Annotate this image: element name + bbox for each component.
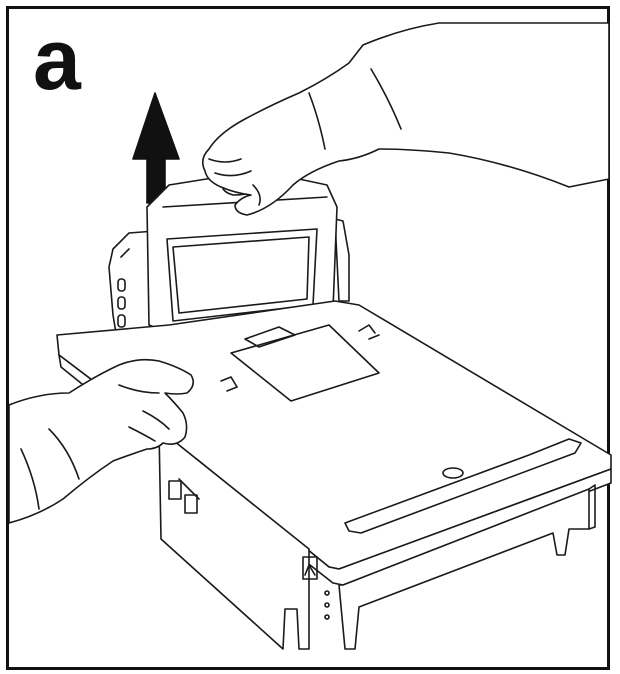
lifted-platter <box>146 172 338 330</box>
scanner-tower <box>108 218 350 340</box>
step-label: a <box>33 12 81 108</box>
scan-window <box>220 324 380 402</box>
upper-arm-hand <box>201 22 610 216</box>
lower-arm-hand <box>9 358 195 524</box>
scanner-scale-illustration <box>9 22 612 650</box>
platter-handle <box>344 438 582 534</box>
figure-frame: a <box>6 6 612 670</box>
